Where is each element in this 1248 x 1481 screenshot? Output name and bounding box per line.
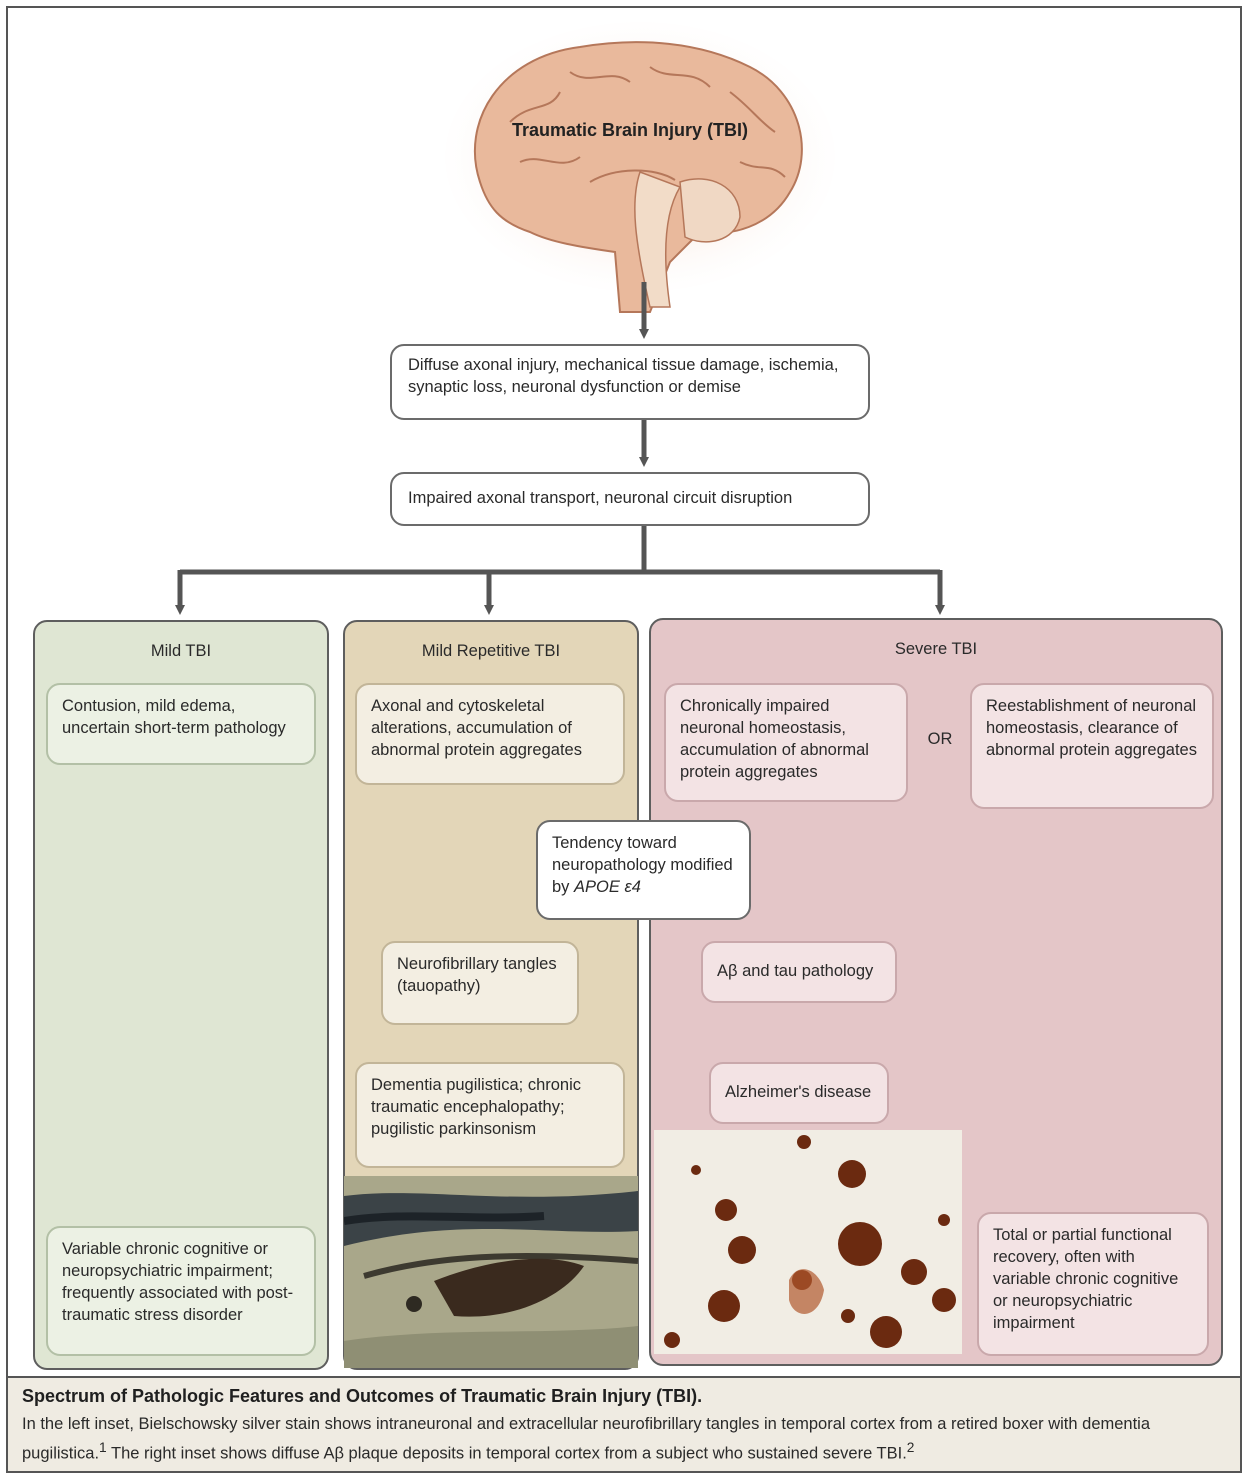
- abeta-tau-text: Aβ and tau pathology: [717, 962, 874, 980]
- plaque-inset: [654, 1130, 962, 1354]
- diffuse-injury-box: Diffuse axonal injury, mechanical tissue…: [390, 344, 870, 420]
- brain-illustration: [445, 22, 835, 313]
- abeta-tau-box: Aβ and tau pathology: [701, 941, 897, 1003]
- mild-tbi-top-text: Contusion, mild edema, uncertain short-t…: [62, 697, 286, 737]
- mild-tbi-outcome-text: Variable chronic cognitive or neuropsych…: [62, 1240, 294, 1324]
- tangles-text: Neurofibrillary tangles (tauopathy): [397, 955, 557, 995]
- repetitive-top-text: Axonal and cytoskeletal alterations, acc…: [371, 697, 582, 759]
- tangles-box: Neurofibrillary tangles (tauopathy): [381, 941, 579, 1025]
- caption-ref-2: 2: [906, 1440, 915, 1455]
- recovery-box: Total or partial functional recovery, of…: [977, 1212, 1209, 1356]
- caption-text-2: The right inset shows diffuse Aβ plaque …: [106, 1444, 907, 1463]
- axonal-transport-text: Impaired axonal transport, neuronal circ…: [408, 489, 793, 507]
- severe-reestablish-text: Reestablishment of neuronal homeostasis,…: [986, 697, 1197, 759]
- caption-body: In the left inset, Bielschowsky silver s…: [22, 1413, 1226, 1466]
- severe-tbi-title: Severe TBI: [894, 640, 978, 658]
- or-label: OR: [927, 730, 953, 748]
- apoe-tendency-text: Tendency toward neuropathology modified …: [552, 834, 733, 896]
- caption-title: Spectrum of Pathologic Features and Outc…: [22, 1386, 703, 1406]
- severe-impaired-text: Chronically impaired neuronal homeostasi…: [680, 697, 869, 781]
- alzheimers-box: Alzheimer's disease: [709, 1062, 889, 1124]
- silver-stain-inset: [344, 1176, 638, 1368]
- figure-caption: Spectrum of Pathologic Features and Outc…: [8, 1376, 1240, 1471]
- brain-title: Traumatic Brain Injury (TBI): [511, 120, 749, 140]
- diffuse-injury-text: Diffuse axonal injury, mechanical tissue…: [408, 356, 839, 396]
- apoe-tendency-box: Tendency toward neuropathology modified …: [536, 820, 751, 920]
- alzheimers-text: Alzheimer's disease: [725, 1083, 872, 1101]
- severe-impaired-box: Chronically impaired neuronal homeostasi…: [664, 683, 908, 802]
- caption-text-1: In the left inset, Bielschowsky silver s…: [22, 1415, 1151, 1463]
- mild-tbi-top-box: Contusion, mild edema, uncertain short-t…: [46, 683, 316, 765]
- repetitive-top-box: Axonal and cytoskeletal alterations, acc…: [355, 683, 625, 785]
- mild-repetitive-tbi-title: Mild Repetitive TBI: [421, 642, 561, 660]
- recovery-text: Total or partial functional recovery, of…: [993, 1226, 1179, 1332]
- dementia-text: Dementia pugilistica; chronic traumatic …: [371, 1076, 582, 1138]
- mild-tbi-outcome-box: Variable chronic cognitive or neuropsych…: [46, 1226, 316, 1356]
- severe-reestablish-box: Reestablishment of neuronal homeostasis,…: [970, 683, 1214, 809]
- axonal-transport-box: Impaired axonal transport, neuronal circ…: [390, 472, 870, 526]
- mild-tbi-title: Mild TBI: [150, 642, 212, 660]
- dementia-box: Dementia pugilistica; chronic traumatic …: [355, 1062, 625, 1168]
- caption-ref-1: 1: [99, 1440, 107, 1455]
- apoe-gene-label: APOE ε4: [574, 878, 641, 896]
